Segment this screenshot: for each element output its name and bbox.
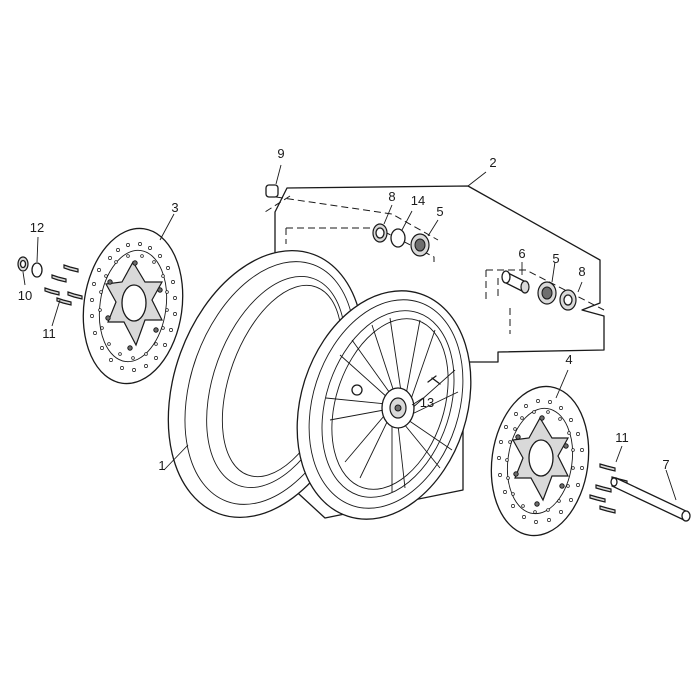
callouts: 1 2 3 4 5 5 6 7 8 8 9 10 11 11 12 13 14 <box>18 146 670 473</box>
disc-left-vent-holes <box>90 242 177 372</box>
callout-11-left: 11 <box>42 326 56 341</box>
callout-8-right: 8 <box>578 264 585 279</box>
leader-lines <box>22 164 677 501</box>
callout-1: 1 <box>158 458 165 473</box>
callout-5-right: 5 <box>552 251 559 266</box>
callout-6: 6 <box>518 246 525 261</box>
callout-5-top: 5 <box>436 204 443 219</box>
wheel-rim <box>296 290 472 520</box>
callout-13: 13 <box>420 395 434 410</box>
callout-11-right: 11 <box>615 430 629 445</box>
callout-14: 14 <box>411 193 425 208</box>
callout-2: 2 <box>489 155 496 170</box>
disc-right-vent-holes <box>497 399 584 524</box>
callout-8-top: 8 <box>388 189 395 204</box>
left-bolts-11 <box>44 264 83 306</box>
callout-9: 9 <box>277 146 284 161</box>
bearing-5-right <box>537 281 557 305</box>
spacer-tube-6 <box>501 270 530 294</box>
callout-12: 12 <box>30 220 44 235</box>
ring-14 <box>390 228 406 248</box>
wheel-axle <box>610 477 691 522</box>
seal-8-top <box>372 223 388 243</box>
left-ring-12 <box>31 262 43 278</box>
callout-7: 7 <box>662 457 669 472</box>
seal-8-right <box>559 289 577 311</box>
brake-disc-left <box>82 227 184 385</box>
left-washer-10 <box>17 256 29 272</box>
brake-disc-right <box>490 385 590 537</box>
wheel-spokes <box>325 317 459 492</box>
bearing-5-top <box>410 233 430 257</box>
spacer-9 <box>265 184 279 198</box>
callout-4: 4 <box>565 352 572 367</box>
callout-3: 3 <box>171 200 178 215</box>
callout-10: 10 <box>18 288 32 303</box>
